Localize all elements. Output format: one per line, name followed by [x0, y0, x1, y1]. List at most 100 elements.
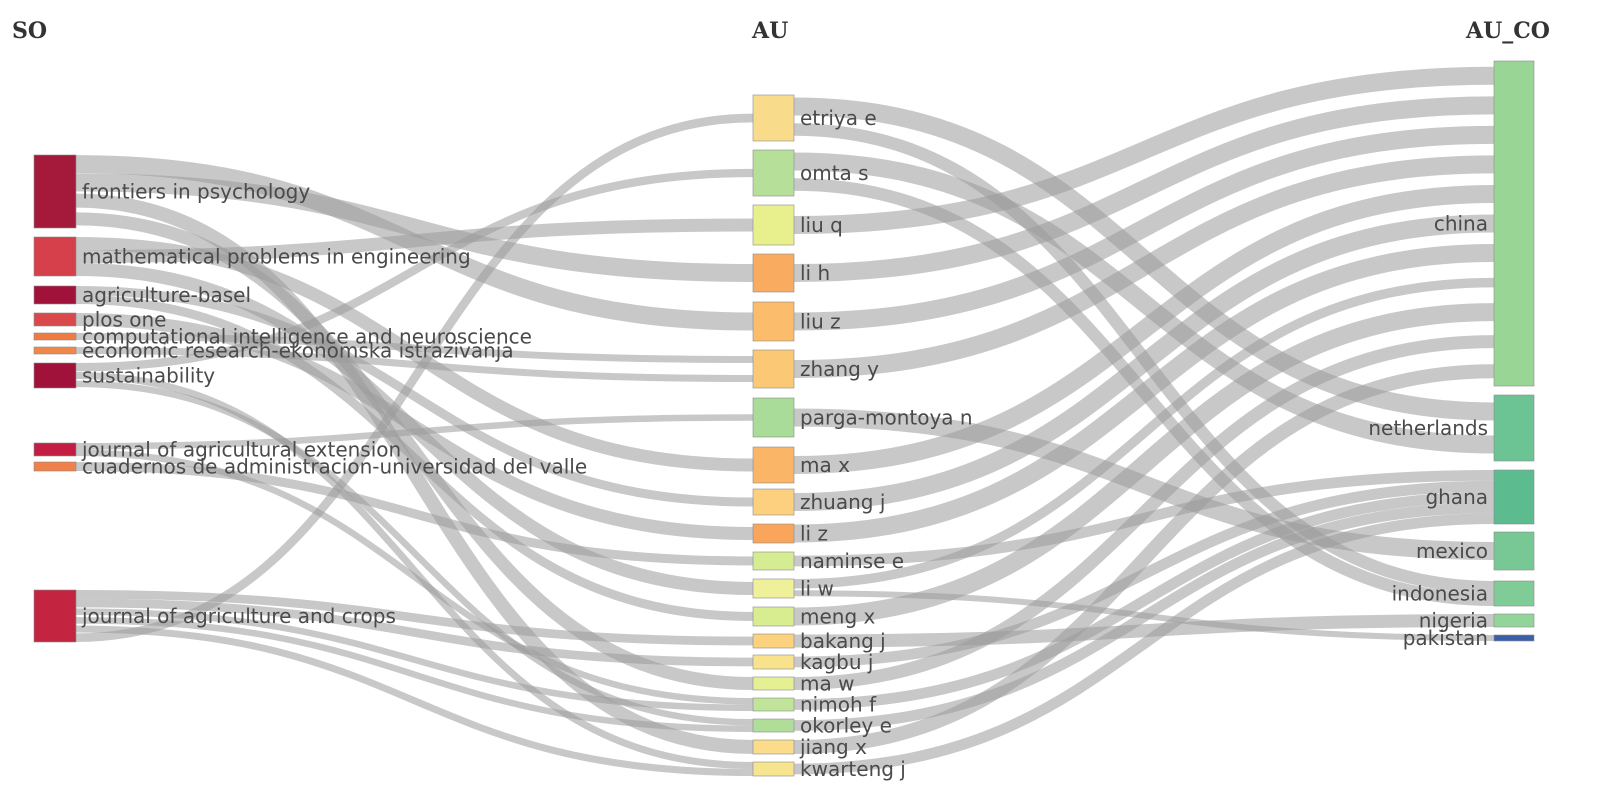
so-au-link-sustain-omta[interactable]	[75, 168, 754, 372]
au-label-zhuangj: zhuang j	[800, 490, 885, 514]
flow-links	[75, 66, 1495, 776]
au-label-omta: omta s	[800, 161, 869, 185]
so-au-link-compint-zhangy[interactable]	[75, 333, 754, 363]
so-au-link-cuadernos-naminse[interactable]	[75, 462, 754, 566]
so-label-plosone: plos one	[82, 308, 166, 332]
au-co-link-liuq-china[interactable]	[793, 66, 1495, 234]
au-node-bakang[interactable]	[752, 633, 795, 649]
so-au-link-jagrcrops-etriya[interactable]	[75, 113, 754, 643]
au-label-kagbu: kagbu j	[800, 650, 873, 674]
au-co-link-kwarteng-ghana[interactable]	[793, 513, 1495, 775]
au-node-naminse[interactable]	[752, 551, 795, 571]
so-label-compint: computational intelligence and neuroscie…	[82, 325, 532, 349]
so-node-sustain[interactable]	[33, 362, 77, 389]
so-au-link-mathprob-liuq[interactable]	[75, 218, 754, 263]
au-co-link-maw-china[interactable]	[793, 335, 1495, 690]
so-node-agribasel[interactable]	[33, 285, 77, 305]
so-label-agribasel: agriculture-basel	[82, 283, 251, 307]
au-co-link-omta-netherlands[interactable]	[793, 152, 1495, 454]
so-au-link-econres-zhangy[interactable]	[75, 347, 754, 382]
au-co-link-max-china[interactable]	[793, 184, 1495, 474]
so-au-link-jagrcrops-nimoh[interactable]	[75, 608, 754, 711]
so-au-link-jagrcrops-bakang[interactable]	[75, 589, 754, 646]
so-node-jagrext[interactable]	[33, 442, 77, 457]
so-node-jagrcrops[interactable]	[33, 589, 77, 643]
co-node-indonesia[interactable]	[1493, 580, 1535, 607]
au-node-mengx[interactable]	[752, 606, 795, 627]
au-label-mengx: meng x	[800, 605, 876, 629]
au-label-zhangy: zhang y	[800, 357, 879, 381]
so-au-link-jagrcrops-okorley[interactable]	[75, 617, 754, 732]
au-node-kagbu[interactable]	[752, 654, 795, 670]
so-au-link-jagrext-nimoh[interactable]	[75, 449, 754, 705]
co-label-mexico: mexico	[1416, 539, 1488, 563]
so-au-link-plosone-liz[interactable]	[75, 313, 754, 540]
au-co-link-liw-china[interactable]	[793, 277, 1495, 589]
so-node-mathprob[interactable]	[33, 236, 77, 277]
so-label-sustain: sustainability	[82, 364, 215, 388]
au-node-liz[interactable]	[752, 523, 795, 544]
au-label-liuq: liu q	[800, 213, 843, 237]
au-node-liw[interactable]	[752, 578, 795, 599]
co-node-nigeria[interactable]	[1493, 613, 1535, 628]
so-node-cuadernos[interactable]	[33, 461, 77, 472]
so-au-link-frontiers-jiangx[interactable]	[75, 193, 754, 754]
column-header-au-co: AU_CO	[1465, 18, 1550, 44]
au-node-maw[interactable]	[752, 676, 795, 691]
so-node-econres[interactable]	[33, 346, 77, 355]
column-header-so: SO	[12, 18, 47, 44]
au-label-liw: li w	[800, 577, 834, 601]
au-co-link-zhangy-china[interactable]	[793, 155, 1495, 378]
au-node-kwarteng[interactable]	[752, 761, 795, 777]
au-node-liuz[interactable]	[752, 301, 795, 342]
au-co-link-parga-mexico[interactable]	[793, 408, 1495, 560]
au-node-parga[interactable]	[752, 397, 795, 438]
au-co-link-lih-china[interactable]	[793, 96, 1495, 282]
au-node-jiangx[interactable]	[752, 739, 795, 755]
au-node-nimoh[interactable]	[752, 697, 795, 712]
so-au-link-agribasel-mengx[interactable]	[75, 295, 754, 621]
au-node-okorley[interactable]	[752, 718, 795, 733]
au-co-link-liuz-china[interactable]	[793, 125, 1495, 331]
so-label-frontiers: frontiers in psychology	[82, 180, 310, 204]
au-node-zhuangj[interactable]	[752, 488, 795, 516]
co-node-pakistan[interactable]	[1493, 634, 1535, 642]
so-au-link-jagrext-parga[interactable]	[75, 414, 754, 450]
so-au-link-agribasel-zhuangj[interactable]	[75, 286, 754, 507]
au-label-bakang: bakang j	[800, 629, 886, 653]
au-co-link-bakang-nigeria[interactable]	[793, 614, 1495, 648]
co-node-china[interactable]	[1493, 60, 1535, 387]
so-node-frontiers[interactable]	[33, 154, 77, 229]
so-label-jagrext: journal of agricultural extension	[81, 438, 401, 462]
au-node-liuq[interactable]	[752, 204, 795, 246]
so-node-plosone[interactable]	[33, 312, 77, 327]
au-label-okorley: okorley e	[800, 714, 892, 738]
au-node-max[interactable]	[752, 446, 795, 484]
co-node-netherlands[interactable]	[1493, 394, 1535, 462]
au-co-link-nimoh-ghana[interactable]	[793, 491, 1495, 710]
so-au-link-jagrcrops-kwarteng[interactable]	[75, 625, 754, 776]
au-co-link-liw-pakistan[interactable]	[793, 590, 1495, 641]
au-node-omta[interactable]	[752, 149, 795, 197]
au-label-liuz: liu z	[800, 310, 841, 334]
so-au-link-frontiers-lih[interactable]	[75, 173, 754, 282]
so-au-link-sustain-kwarteng[interactable]	[75, 372, 754, 769]
au-label-max: ma x	[800, 453, 850, 477]
au-co-link-kagbu-ghana[interactable]	[793, 480, 1495, 668]
au-label-liz: li z	[800, 522, 828, 546]
au-label-maw: ma w	[800, 672, 854, 696]
au-co-link-jiangx-china[interactable]	[793, 364, 1495, 754]
au-node-lih[interactable]	[752, 253, 795, 293]
so-node-compint[interactable]	[33, 332, 77, 341]
au-label-parga: parga-montoya n	[800, 406, 973, 430]
co-node-mexico[interactable]	[1493, 531, 1535, 571]
co-label-ghana: ghana	[1425, 485, 1488, 509]
au-node-etriya[interactable]	[752, 94, 795, 142]
au-co-link-liz-china[interactable]	[793, 244, 1495, 543]
au-label-jiangx: jiang x	[799, 735, 867, 759]
au-co-link-zhuangj-china[interactable]	[793, 214, 1495, 511]
au-node-zhangy[interactable]	[752, 349, 795, 389]
co-node-ghana[interactable]	[1493, 469, 1535, 525]
